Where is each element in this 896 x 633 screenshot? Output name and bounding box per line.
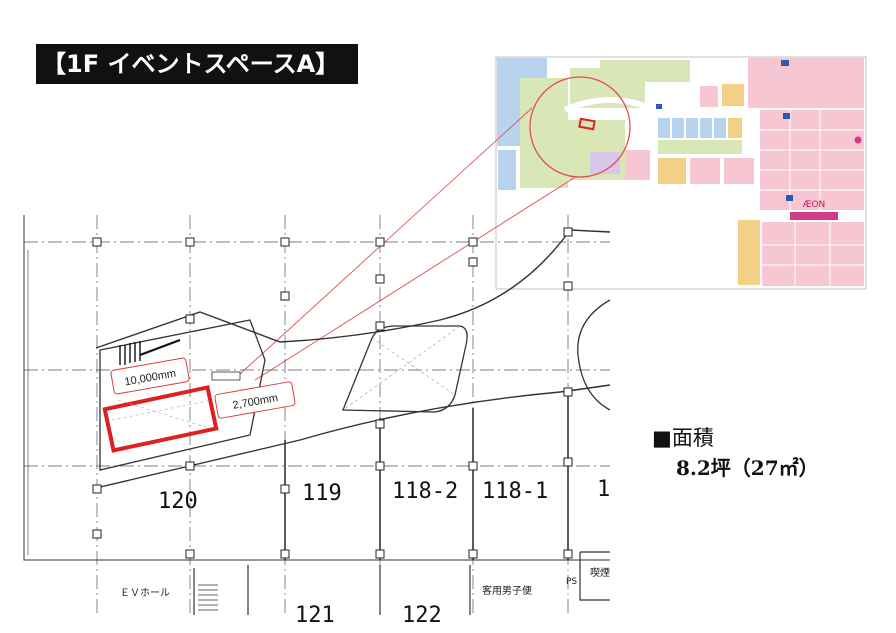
unit-partial-label: 1: [597, 477, 610, 502]
unit-118-1-label: 118-1: [482, 479, 548, 504]
area-value: 8.2坪（27㎡）: [676, 456, 819, 480]
ev-hall-label: ＥＶホール: [120, 587, 170, 599]
event-space-diagonals: [111, 399, 213, 429]
pipe-shaft-label: PS: [566, 577, 577, 587]
unit-119-label: 119: [302, 481, 342, 506]
event-space-highlight: [102, 385, 219, 453]
floor-plan-drawing: [23, 215, 611, 615]
aeon-logo: ÆON: [803, 200, 826, 210]
callout-line-bottom: [254, 175, 578, 381]
callout-line-top: [239, 107, 533, 375]
inset-highlight-circle: [529, 76, 631, 178]
smoking-room-label: 喫煙: [590, 567, 610, 579]
unit-121-label: 121: [295, 603, 335, 628]
depth-dimension-box: [214, 381, 296, 419]
width-dimension-box: [110, 357, 190, 395]
restroom-label: 客用男子便: [482, 584, 532, 597]
inset-event-space-marker: [578, 117, 596, 131]
unit-120-label: 120: [158, 489, 198, 514]
unit-118-2-label: 118-2: [392, 479, 458, 504]
page-title: 【1F イベントスペースA】: [36, 44, 358, 84]
inset-map: ÆON: [495, 56, 867, 290]
area-label: ■面積: [652, 426, 714, 450]
unit-122-label: 122: [402, 603, 442, 628]
